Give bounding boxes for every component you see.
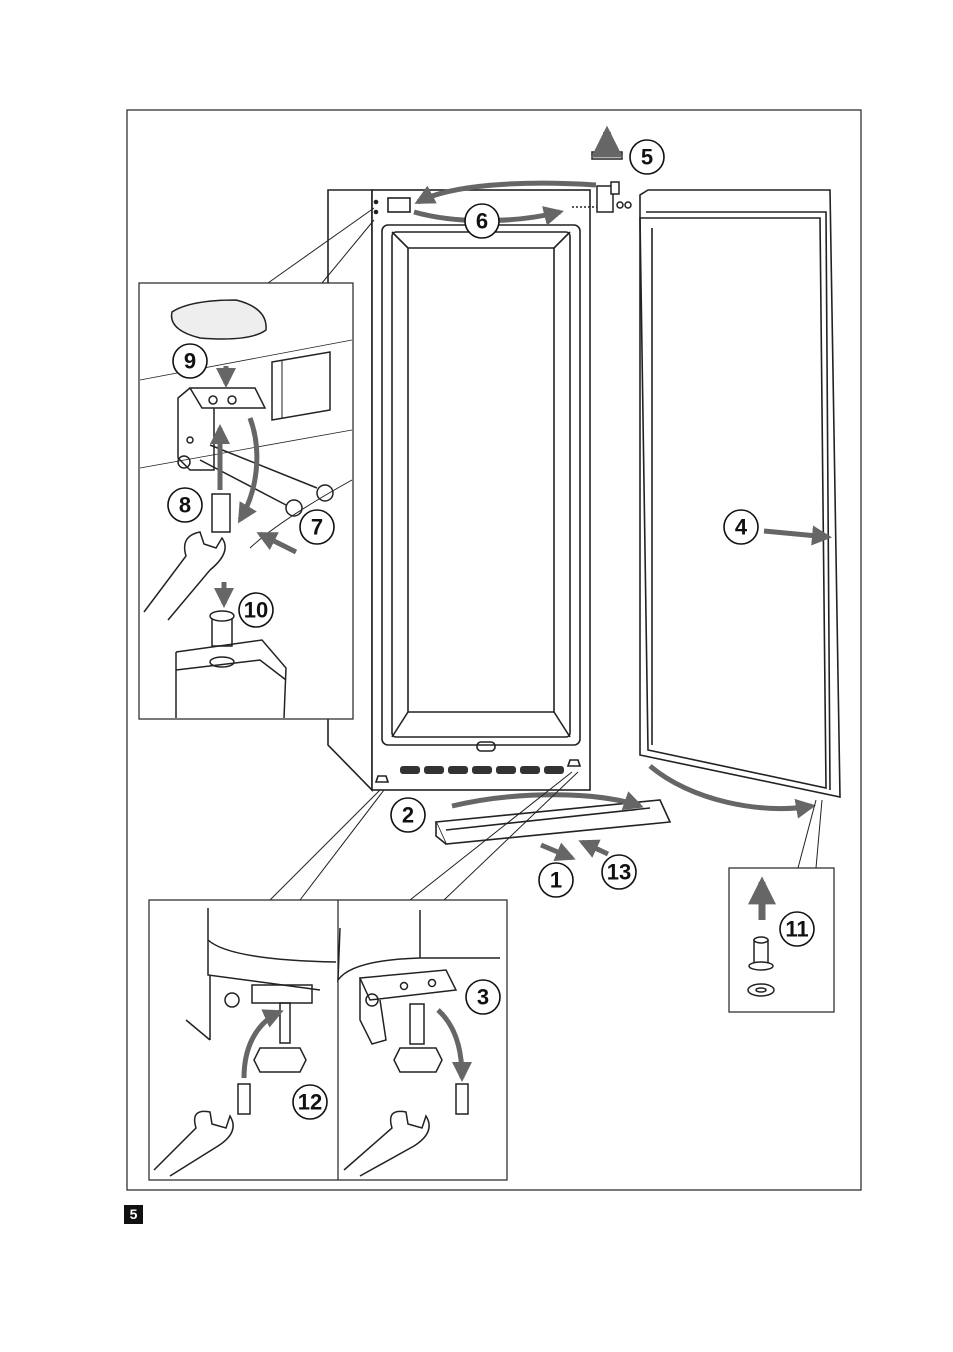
step-label-1: 1 bbox=[550, 868, 562, 893]
appliance-cabinet bbox=[328, 190, 590, 790]
arrow-plinth-refit bbox=[582, 842, 608, 854]
step-label-10: 10 bbox=[244, 598, 268, 623]
step-label-7: 7 bbox=[311, 515, 323, 540]
detail-inset-feet bbox=[149, 772, 578, 1180]
step-label-6: 6 bbox=[476, 209, 488, 234]
step-label-2: 2 bbox=[402, 803, 414, 828]
step-label-13: 13 bbox=[607, 860, 631, 885]
arrow-plinth-remove bbox=[541, 845, 572, 858]
detail-inset-hinge bbox=[139, 208, 374, 719]
step-label-12: 12 bbox=[298, 1090, 322, 1115]
step-label-4: 4 bbox=[735, 515, 748, 540]
page-number-badge: 5 bbox=[124, 1205, 143, 1224]
step-label-9: 9 bbox=[184, 349, 196, 374]
step-label-5: 5 bbox=[641, 145, 653, 170]
step-label-8: 8 bbox=[179, 493, 191, 518]
detail-inset-door-pin bbox=[729, 800, 834, 1012]
appliance-door bbox=[640, 190, 840, 797]
hinge-cover bbox=[592, 152, 622, 159]
step-label-3: 3 bbox=[477, 985, 489, 1010]
step-label-11: 11 bbox=[785, 917, 808, 942]
